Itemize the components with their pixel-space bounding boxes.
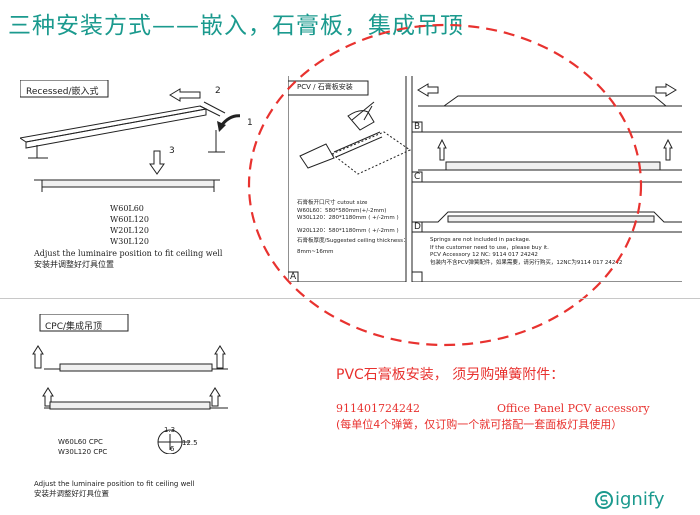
page-title: 三种安装方式——嵌入，石膏板，集成吊顶 bbox=[8, 13, 464, 39]
pcv-cutout-info: 石膏板开口尺寸 cutout size W60L60：580*580mm(+/-… bbox=[297, 200, 409, 256]
step-1-label: 1 bbox=[247, 118, 253, 128]
notice-code: 911401724242 bbox=[336, 402, 420, 415]
springs-line: 包装内不含PCV弹簧配件，如果需要，请另行购买，12NC为9114 017 24… bbox=[430, 259, 623, 266]
model-item: W60L60 CPC bbox=[58, 438, 103, 446]
cpc-dim-a: 1.3 bbox=[164, 426, 176, 434]
section-divider bbox=[0, 298, 700, 299]
cpc-note-cn: 安装并调整好灯具位置 bbox=[34, 489, 109, 498]
notice-product: Office Panel PCV accessory bbox=[497, 402, 650, 415]
cpc-dim-c: 6 bbox=[170, 445, 175, 453]
highlight-ellipse bbox=[247, 23, 643, 347]
signify-logo-text: ignify bbox=[615, 489, 665, 510]
cutout-line: W20L120：580*1180mm ( +/-2mm ) bbox=[297, 227, 399, 234]
recessed-models: W60L60 W60L120 W20L120 W30L120 bbox=[110, 203, 149, 247]
panel-d-label: D bbox=[414, 222, 421, 232]
recessed-section-label: Recessed/嵌入式 bbox=[26, 87, 99, 97]
panel-c-label: C bbox=[414, 172, 421, 182]
signify-logo-icon bbox=[595, 490, 613, 509]
step-3-label: 3 bbox=[169, 146, 175, 156]
notice-detail: (每单位4个弹簧，仅订购一个就可搭配一套面板灯具使用） bbox=[336, 418, 623, 431]
thickness-value: 8mm~16mm bbox=[297, 248, 334, 255]
panel-a-label: A bbox=[290, 272, 297, 282]
thickness-label: 石膏板厚度/Suggested ceiling thickness： bbox=[297, 238, 409, 244]
cpc-note-en: Adjust the luminaire position to fit cei… bbox=[34, 480, 195, 488]
model-item: W30L120 CPC bbox=[58, 448, 108, 456]
springs-note: Springs are not included in package. If … bbox=[430, 237, 622, 267]
panel-b-label: B bbox=[414, 122, 421, 132]
notice-headline: PVC石膏板安装， 须另购弹簧附件： bbox=[336, 367, 565, 383]
recessed-diagram bbox=[20, 80, 240, 192]
cutout-title: 石膏板开口尺寸 cutout size bbox=[297, 200, 368, 206]
step-2-label: 2 bbox=[215, 86, 221, 96]
springs-line: PCV Accessory 12 NC: 9114 017 24242 bbox=[430, 252, 538, 258]
signify-logo: ignify bbox=[594, 489, 665, 510]
pcv-section-label: PCV / 石膏板安装 bbox=[297, 83, 353, 91]
cpc-section-label: CPC/集成吊顶 bbox=[45, 322, 103, 332]
cpc-diagram bbox=[32, 314, 228, 454]
springs-line: If the customer need to use，please buy i… bbox=[430, 244, 549, 251]
model-item: W60L60 bbox=[110, 204, 144, 213]
cutout-line: W30L120：280*1180mm ( +/-2mm ) bbox=[297, 215, 399, 221]
pcv-diagram bbox=[288, 76, 682, 282]
recessed-note-en: Adjust the luminaire position to fit cei… bbox=[34, 249, 223, 258]
cutout-line: W60L60：580*580mm(+/-2mm) bbox=[297, 207, 387, 214]
cpc-dim-b: 12.5 bbox=[182, 439, 198, 447]
model-item: W20L120 bbox=[110, 226, 149, 235]
recessed-note-cn: 安装并调整好灯具位置 bbox=[34, 260, 114, 269]
model-item: W30L120 bbox=[110, 237, 149, 246]
springs-line: Springs are not included in package. bbox=[430, 237, 531, 243]
model-item: W60L120 bbox=[110, 215, 149, 224]
cpc-models: W60L60 CPC W30L120 CPC bbox=[58, 437, 107, 457]
